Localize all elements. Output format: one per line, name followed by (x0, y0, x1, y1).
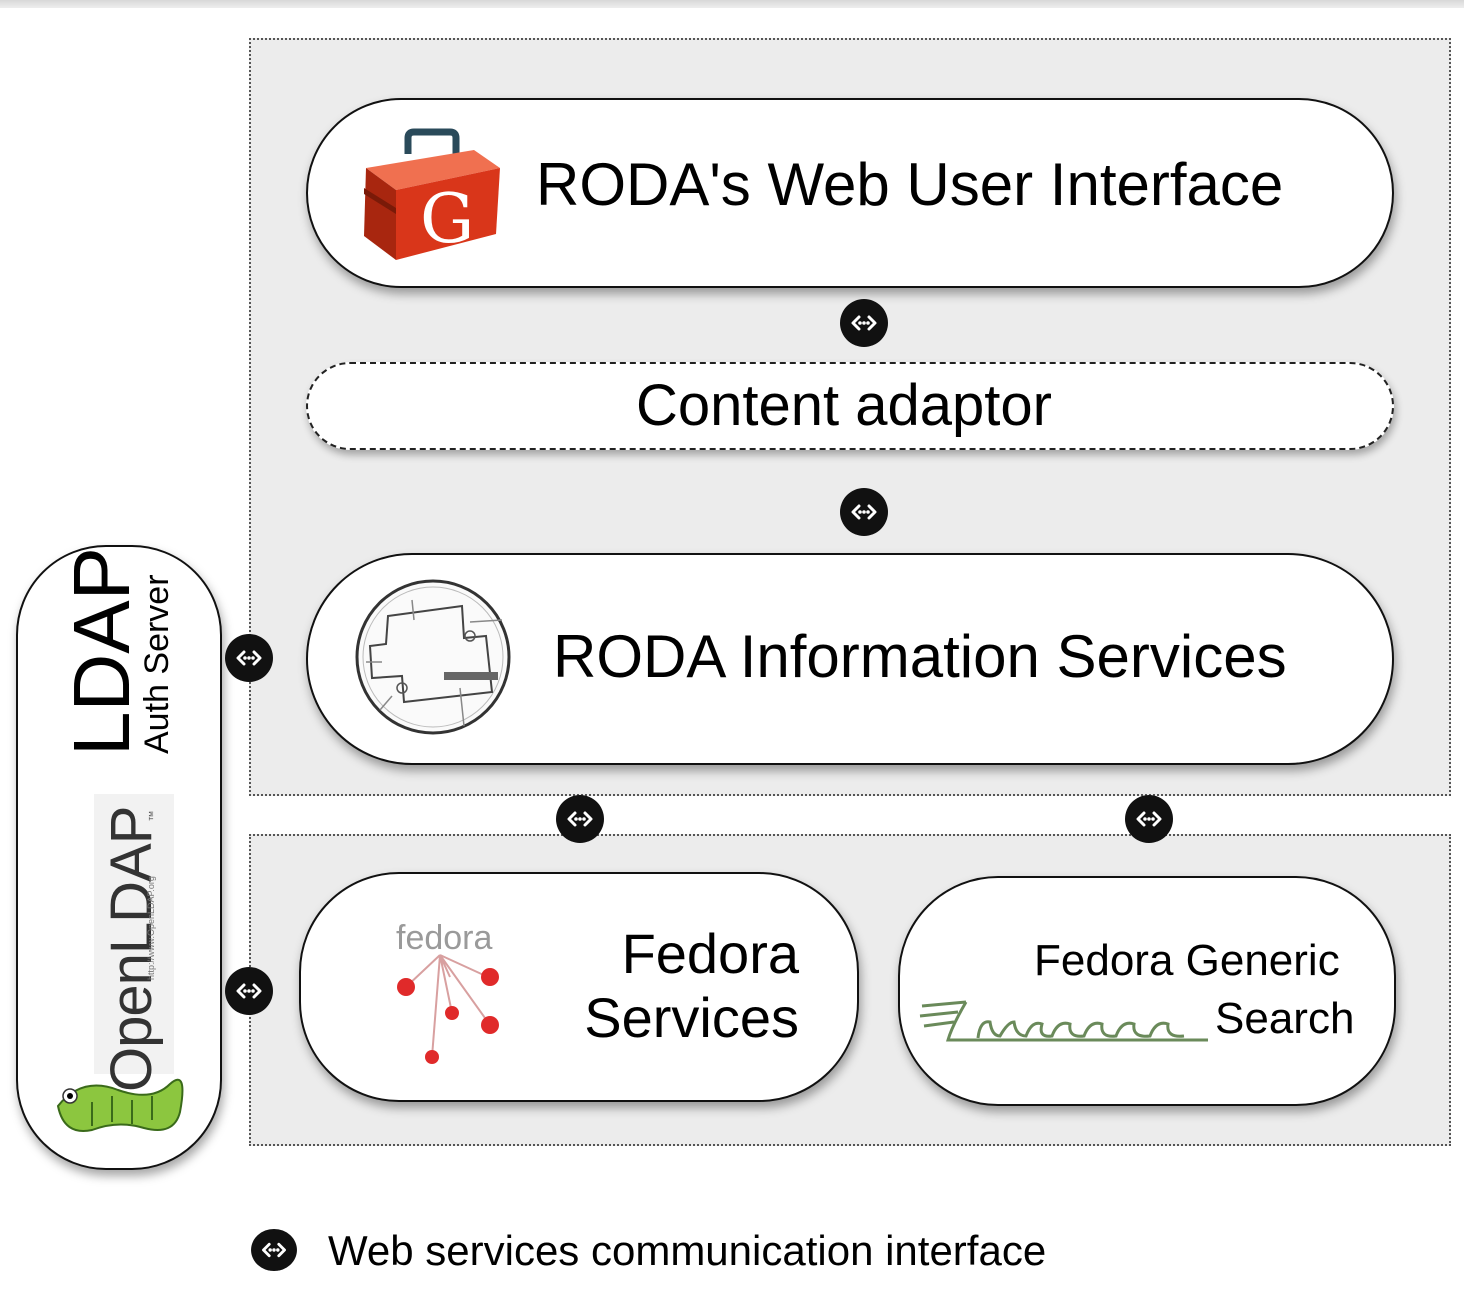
openldap-url: http://www.OpenLDAP.org (146, 876, 156, 980)
fedora-services-label-line2: Services (584, 986, 799, 1049)
gwt-toolbox-icon: G (356, 124, 508, 264)
fedora-services-label-line1: Fedora (621, 922, 799, 985)
generic-search-label-line1: Fedora Generic (1034, 936, 1340, 985)
ldap-title: LDAP (57, 547, 146, 756)
fedora-services-box (299, 872, 859, 1102)
svg-text:G: G (420, 180, 474, 259)
generic-search-box (898, 876, 1396, 1106)
fedora-logo-text: fedora (396, 919, 493, 957)
openldap-trademark: ™ (147, 810, 160, 822)
content-adaptor-box (306, 362, 1394, 450)
lucene-logo (918, 996, 1214, 1052)
legend-label: Web services communication interface (328, 1227, 1047, 1274)
top-edge-strip (0, 0, 1464, 8)
fedora-logo: fedora (340, 915, 520, 1075)
web-service-connector-icon (555, 794, 605, 844)
content-adaptor-label: Content adaptor (636, 373, 1052, 438)
ldap-subtitle: Auth Server (138, 574, 176, 754)
web-ui-label: RODA's Web User Interface (536, 151, 1284, 218)
information-services-label: RODA Information Services (553, 623, 1287, 690)
generic-search-label-line2: Search (1215, 994, 1355, 1043)
web-service-connector-icon (1124, 794, 1174, 844)
web-service-connector-icon (839, 298, 889, 348)
web-service-connector-icon (224, 966, 274, 1016)
web-service-connector-icon (839, 487, 889, 537)
globe-map-icon (352, 576, 514, 738)
legend-connector-icon (250, 1228, 298, 1272)
web-service-connector-icon (224, 633, 274, 683)
openldap-logo: OpenLDAP ™ http://www.OpenLDAP.org (52, 790, 192, 1140)
fedora-services-label: Fedora Services (584, 922, 799, 1050)
